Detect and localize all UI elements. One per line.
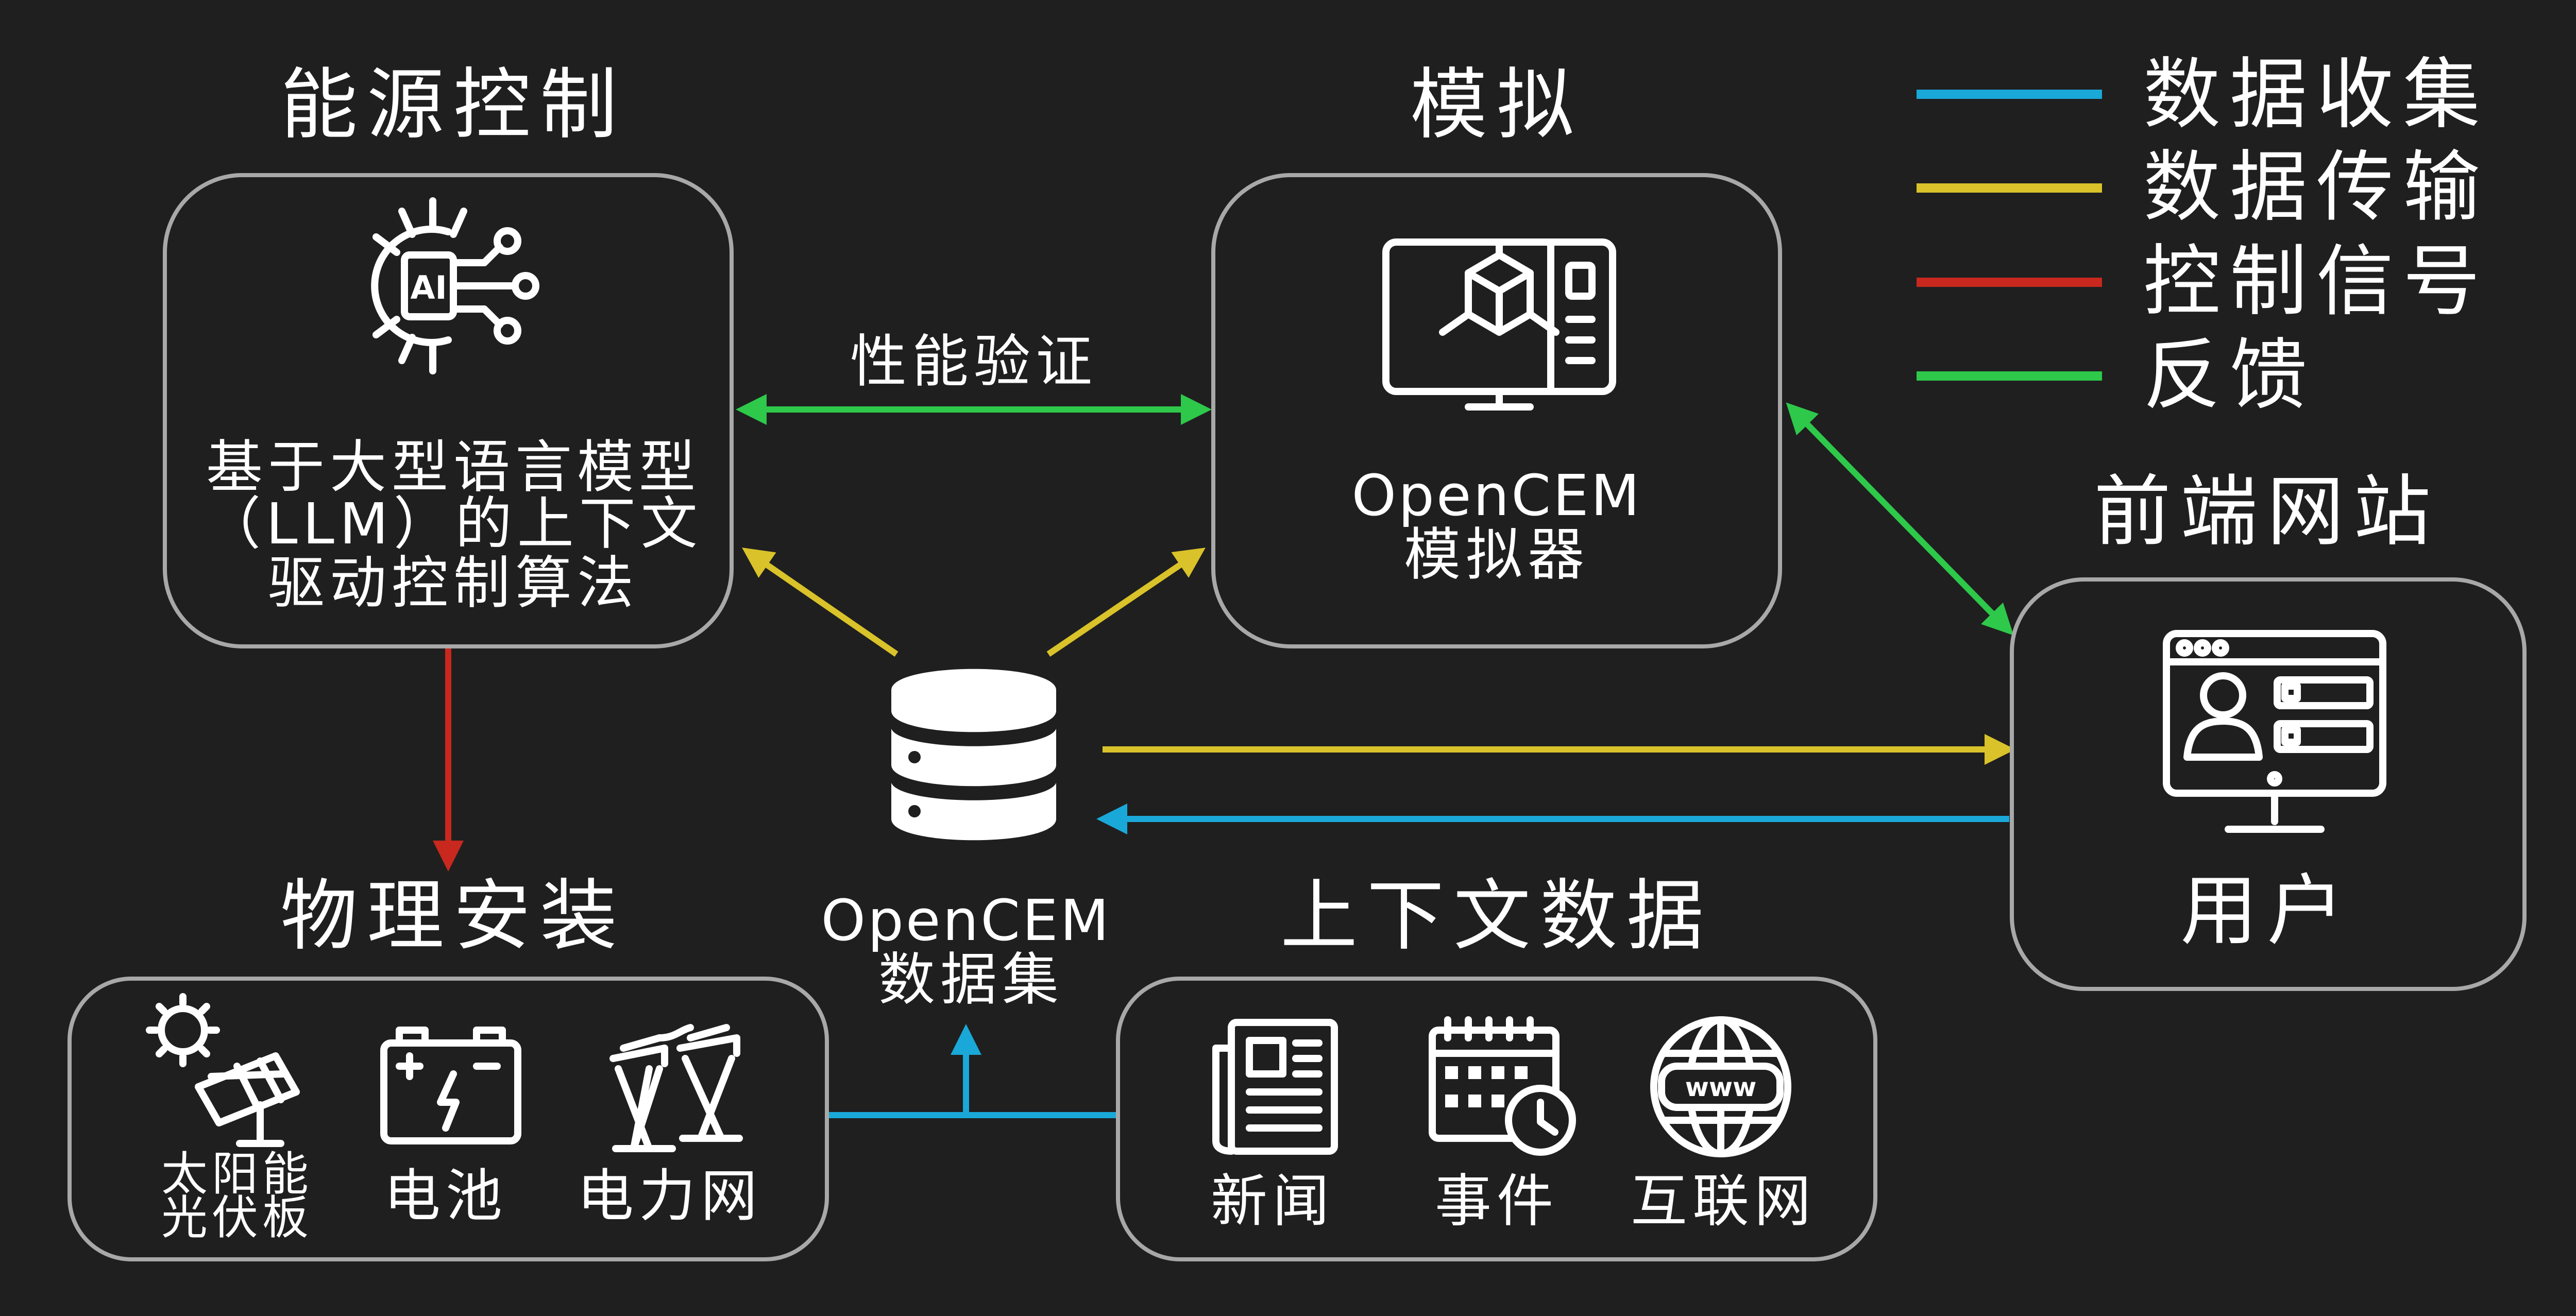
battery-icon — [380, 1027, 521, 1144]
legend-item-data-collection: 数据收集 — [1917, 50, 2489, 140]
energy-control-line: 基于大型语言模型 — [206, 434, 701, 500]
simulator-frontend-feedback-arrow — [1786, 402, 2014, 636]
legend-label: 反馈 — [2143, 331, 2316, 420]
calendar-clock-icon — [1429, 1016, 1576, 1156]
physical-item-label: 太阳能 — [161, 1147, 313, 1201]
legend-label: 控制信号 — [2143, 237, 2489, 327]
context-item-label: 事件 — [1435, 1168, 1558, 1234]
performance-validation-label: 性能验证 — [850, 329, 1097, 395]
physical-item-label: 光伏板 — [161, 1191, 313, 1245]
legend-item-control-signal: 控制信号 — [1917, 237, 2489, 327]
context-item-label: 新闻 — [1211, 1168, 1334, 1234]
frontend-label: 用户 — [2180, 866, 2353, 956]
section-title: 上下文数据 — [1280, 871, 1713, 961]
section-title: 前端网站 — [2094, 467, 2440, 557]
svg-text:AI: AI — [410, 269, 447, 306]
svg-text:www: www — [1685, 1072, 1757, 1102]
legend: 数据收集 数据传输 控制信号 反馈 — [1917, 50, 2489, 420]
database-icon — [891, 669, 1056, 841]
solar-panel-icon — [146, 993, 300, 1147]
energy-control-section: 能源控制 AI 基于大型语言模型 （LLM）的上下文 驱动控制算法 — [163, 60, 734, 648]
simulator-subtitle: 模拟器 — [1404, 522, 1589, 588]
power-tower-icon — [609, 1024, 743, 1152]
simulator-name: OpenCEM — [1351, 463, 1641, 528]
monitor-cube-icon — [1382, 238, 1616, 411]
section-title: 能源控制 — [280, 60, 626, 150]
dataset-subtitle: 数据集 — [878, 947, 1064, 1013]
globe-www-icon: www — [1650, 1016, 1791, 1157]
section-title: 物理安装 — [280, 871, 626, 961]
legend-item-data-transmission: 数据传输 — [1917, 143, 2489, 232]
connections: 性能验证 — [433, 329, 2015, 1118]
frontend-box — [2010, 577, 2527, 991]
dataset-node: OpenCEM 数据集 — [821, 669, 1111, 1013]
legend-label: 数据传输 — [2143, 143, 2489, 232]
legend-label: 数据收集 — [2143, 50, 2489, 140]
dataset-name: OpenCEM — [821, 887, 1111, 953]
context-data-section: 上下文数据 新闻 事件 — [1116, 871, 1877, 1261]
newspaper-icon — [1212, 1019, 1338, 1155]
physical-item-label: 电池 — [384, 1163, 507, 1229]
energy-control-line: （LLM）的上下文 — [204, 491, 702, 557]
user-dashboard-icon — [2163, 630, 2386, 833]
physical-item-label: 电力网 — [577, 1163, 762, 1229]
frontend-section: 前端网站 用户 — [2010, 467, 2527, 991]
ai-gear-icon: AI — [371, 197, 539, 374]
energy-control-line: 驱动控制算法 — [268, 550, 639, 616]
simulation-section: 模拟 OpenCEM 模拟器 — [1211, 60, 1782, 648]
dataset-to-control-arrow — [742, 548, 899, 657]
section-title: 模拟 — [1410, 60, 1583, 150]
legend-item-feedback: 反馈 — [1917, 331, 2316, 420]
dataset-to-simulator-arrow — [1046, 548, 1206, 657]
energy-control-box — [163, 173, 734, 648]
context-item-label: 互联网 — [1631, 1168, 1816, 1234]
context-data-box — [1116, 977, 1877, 1261]
simulation-box — [1211, 173, 1782, 648]
physical-installation-section: 物理安装 太阳能 光伏板 电池 电力网 — [67, 871, 829, 1261]
